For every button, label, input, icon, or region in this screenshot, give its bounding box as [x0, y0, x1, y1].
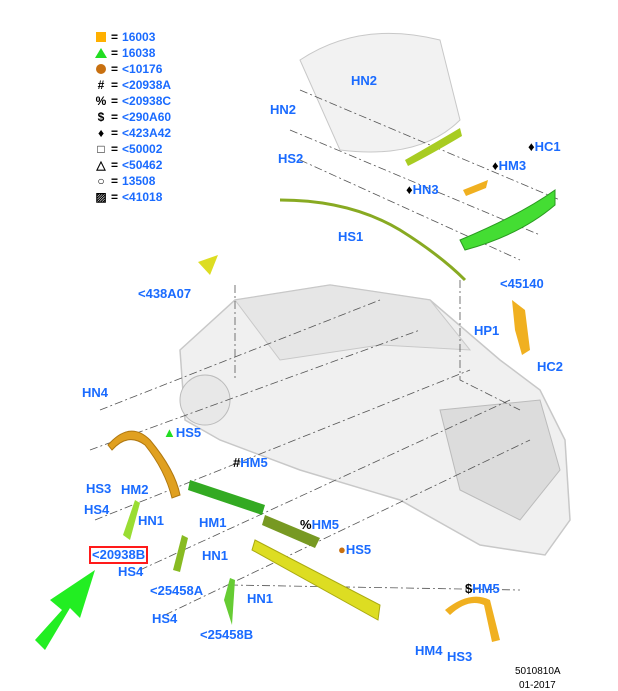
- liftgate-molding: [405, 128, 462, 166]
- liftgate: [299, 32, 461, 153]
- legend-item: %=<20938C: [95, 94, 172, 108]
- rocker-molding-rear: [262, 515, 320, 548]
- callout-label[interactable]: HN2: [270, 102, 297, 117]
- rocker-molding-front: [188, 480, 265, 515]
- callout-label[interactable]: HM1: [199, 515, 227, 530]
- callout-label[interactable]: ♦HC1: [528, 139, 561, 154]
- pillar-molding-c: [224, 578, 235, 625]
- legend-item: #=<20938A: [95, 78, 171, 92]
- diamond-icon: ♦: [97, 126, 105, 140]
- legend-item: △=<50462: [96, 158, 163, 172]
- callout-label[interactable]: HN1: [247, 591, 274, 606]
- callout-label[interactable]: <438A07: [138, 286, 192, 301]
- dollar-icon: $: [97, 110, 105, 124]
- rocker-panel-yellow: [251, 539, 381, 621]
- open-square-icon: □: [97, 142, 105, 156]
- callout-label[interactable]: HS2: [278, 151, 304, 166]
- callout-label[interactable]: HN1: [138, 513, 165, 528]
- highlighted-callout-label[interactable]: <20938B: [88, 546, 149, 564]
- callout-label[interactable]: HC2: [537, 359, 564, 374]
- pillar-molding-a: [173, 535, 188, 572]
- callout-label[interactable]: HS1: [338, 229, 364, 244]
- callout-label[interactable]: <25458A: [150, 583, 204, 598]
- callout-label[interactable]: <45140: [500, 276, 544, 291]
- rear-wheel-arch-molding: [445, 596, 500, 642]
- green-triangle-icon: [95, 47, 107, 59]
- drawing-date: 01-2017: [519, 680, 556, 691]
- legend-item: =16003: [95, 30, 155, 44]
- callout-label[interactable]: ▲HS5: [163, 425, 202, 440]
- callout-label[interactable]: HS4: [84, 502, 110, 517]
- callout-label[interactable]: HN2: [351, 73, 378, 88]
- hatched-square-icon: ▨: [95, 190, 107, 204]
- callout-label[interactable]: #HM5: [233, 455, 268, 470]
- callout-label[interactable]: HM4: [415, 643, 443, 658]
- callout-label[interactable]: HS4: [118, 564, 144, 579]
- callout-label[interactable]: $HM5: [465, 581, 500, 596]
- orange-square-icon: [95, 31, 107, 43]
- pointer-arrow: [35, 570, 95, 650]
- callout-label[interactable]: HN4: [82, 385, 109, 400]
- front-quarter-applique: [198, 255, 218, 275]
- callout-label[interactable]: %HM5: [300, 517, 340, 532]
- callout-label[interactable]: HS3: [447, 649, 473, 664]
- legend-item: ♦=<423A42: [95, 126, 171, 140]
- d-pillar-applique: [512, 300, 530, 355]
- rear-spoiler: [459, 189, 556, 251]
- percent-icon: %: [95, 94, 107, 108]
- callout-label[interactable]: ●HS5: [338, 542, 372, 557]
- legend-item: =16038: [95, 46, 155, 60]
- hash-icon: #: [97, 78, 105, 92]
- brown-circle-icon: [95, 63, 107, 75]
- pillar-molding-b: [123, 500, 140, 540]
- callout-label[interactable]: <25458B: [200, 627, 254, 642]
- callout-label[interactable]: HM2: [121, 482, 149, 497]
- callout-label[interactable]: HS3: [86, 481, 112, 496]
- legend-item: ○=13508: [95, 174, 155, 188]
- wheel-arch-molding: [107, 430, 181, 499]
- open-circle-icon: ○: [97, 174, 105, 188]
- liftgate-bracket: [463, 180, 488, 196]
- drawing-number: 5010810A: [515, 666, 561, 677]
- callout-label[interactable]: HN1: [202, 548, 229, 563]
- callout-label[interactable]: HS4: [152, 611, 178, 626]
- legend-item: $=<290A60: [95, 110, 171, 124]
- callout-label[interactable]: ♦HN3: [406, 182, 439, 197]
- legend-item: =<10176: [95, 62, 162, 76]
- legend-item: □=<50002: [95, 142, 162, 156]
- open-triangle-icon: △: [96, 158, 106, 172]
- callout-label[interactable]: HP1: [474, 323, 500, 338]
- legend-item: ▨=<41018: [95, 190, 163, 204]
- roof-rail-strip: [279, 198, 467, 282]
- callout-label[interactable]: ♦HM3: [492, 158, 527, 173]
